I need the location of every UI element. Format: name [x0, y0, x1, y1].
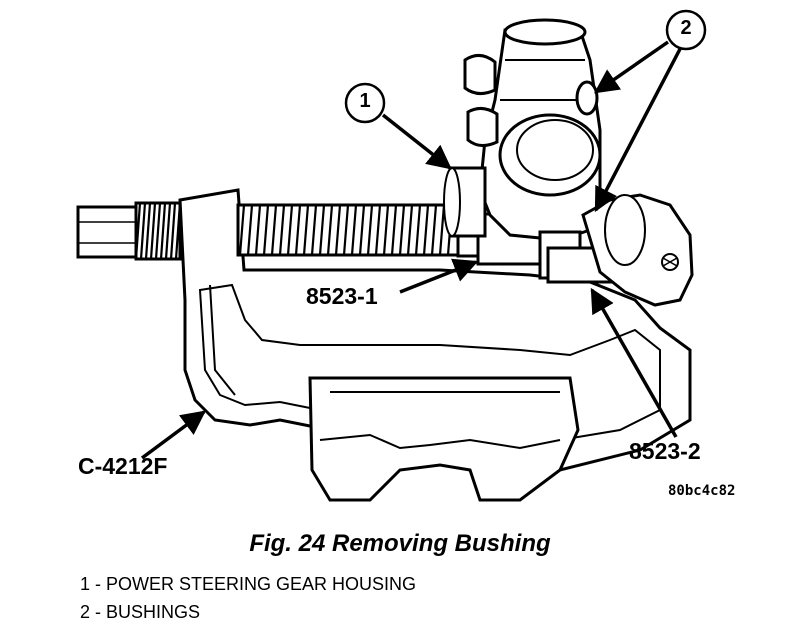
callout-number-2: 2: [680, 17, 692, 39]
label-c4212f: C-4212F: [78, 453, 168, 479]
image-code: 80bc4c82: [668, 483, 736, 499]
callout-number-1: 1: [359, 90, 371, 112]
leader-arrow-2b: [594, 48, 682, 213]
callout-circle-2: [665, 9, 707, 51]
legend-item-2: 2 - BUSHINGS: [80, 602, 201, 622]
tool-8523-2: [546, 193, 694, 307]
leader-arrow-2a: [593, 40, 669, 94]
leader-arrow-c4212f: [140, 410, 206, 460]
extension-handle: [76, 205, 140, 259]
leader-arrow-8523-1: [399, 258, 479, 294]
leader-arrow-1: [381, 113, 452, 170]
left-screw-thread: [134, 201, 182, 261]
figure-caption: Fig. 24 Removing Bushing: [249, 530, 551, 557]
callout-circle-1: [344, 82, 386, 124]
press-base: [308, 376, 580, 502]
label-8523-2: 8523-2: [629, 438, 701, 464]
gear-housing: [443, 18, 602, 280]
label-8523-1: 8523-1: [306, 283, 378, 309]
forcing-screw: [236, 203, 462, 257]
leader-arrow-8523-2: [590, 287, 678, 438]
legend-item-1: 1 - POWER STEERING GEAR HOUSING: [80, 574, 417, 594]
